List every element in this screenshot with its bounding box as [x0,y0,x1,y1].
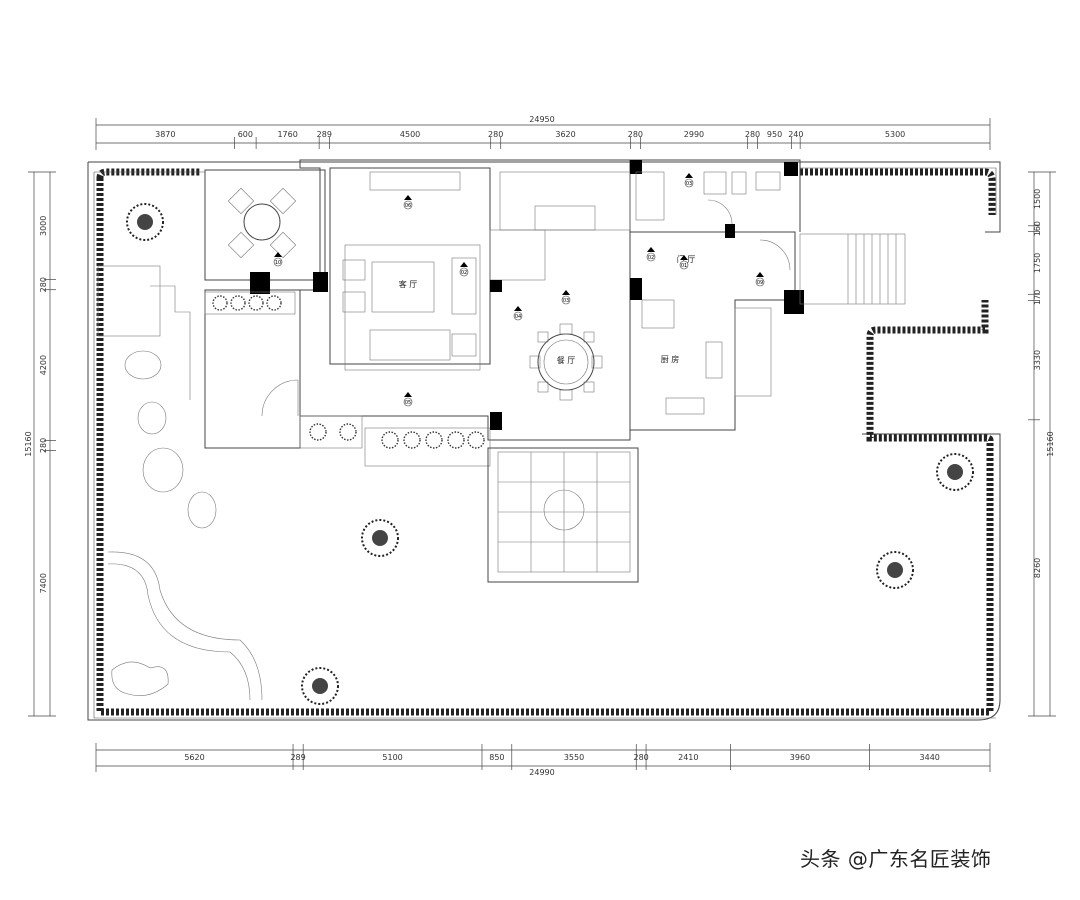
view-marker-label: 09 [757,280,763,286]
bottom-dimension-lines [95,743,991,772]
view-marker-6: 01 [679,255,689,270]
top-dimension-11: 240 [788,130,803,139]
tree-1 [126,203,164,241]
right-dimension-2: 1750 [1033,253,1042,273]
view-marker-9: 09 [755,272,765,287]
bottom-dimension-6: 2410 [678,753,698,762]
left-dimension-4: 7400 [39,573,48,593]
top-dimension-2: 1760 [277,130,297,139]
garden-hedge-outline [93,167,997,719]
terrace [487,447,639,583]
bottom-dimension-7: 3960 [790,753,810,762]
left-dimension-3: 280 [39,438,48,453]
view-marker-7: 02 [646,247,656,262]
top-dimension-3: 289 [317,130,332,139]
top-dimension-12: 5300 [885,130,905,139]
house-walls [204,159,801,467]
view-marker-label: 03 [563,298,569,304]
bottom-dimension-0: 5620 [184,753,204,762]
right-dimension-5: 8260 [1033,558,1042,578]
kitchen-fixtures [641,299,772,415]
stepping-stones [124,350,217,529]
room-label-dining: 餐 厅 [557,356,576,365]
right-dimension-0: 1500 [1033,189,1042,209]
top-total-dimension: 24950 [529,115,554,124]
dining-table [529,323,603,401]
top-dimension-6: 3620 [555,130,575,139]
left-dimension-0: 3000 [39,216,48,236]
bottom-dimension-8: 3440 [920,753,940,762]
tree-4 [936,453,974,491]
top-dimension-9: 280 [745,130,760,139]
left-dimension-1: 280 [39,277,48,292]
view-marker-4: 04 [513,306,523,321]
view-marker-1: 06 [403,195,413,210]
view-marker-label: 02 [648,255,654,261]
site-boundary [87,161,1001,721]
structural-columns [250,160,804,430]
garden-sculpture [111,661,169,696]
room-label-living: 客 厅 [399,279,418,289]
top-dimension-lines [95,118,991,150]
bottom-dimension-3: 850 [489,753,504,762]
room-label-kitchen: 厨 房 [661,354,680,364]
bottom-total-dimension: 24990 [529,768,554,777]
bottom-dimension-1: 289 [290,753,305,762]
view-marker-8: 03 [684,173,694,188]
top-dimension-0: 3870 [155,130,175,139]
top-dimension-10: 950 [767,130,782,139]
top-dimension-8: 2990 [684,130,704,139]
view-marker-5: 05 [403,392,413,407]
tree-5 [876,551,914,589]
view-marker-0: 10 [273,252,283,267]
entry-stairs [799,233,906,305]
view-marker-label: 03 [686,181,692,187]
left-total-dimension: 15160 [24,431,33,456]
bottom-dimension-2: 5100 [382,753,402,762]
garden-steps [97,265,191,400]
bottom-dimension-5: 280 [634,753,649,762]
view-marker-3: 03 [561,290,571,305]
top-dimension-5: 280 [488,130,503,139]
tree-3 [301,667,339,705]
tree-2 [361,519,399,557]
planter-upper [204,291,296,315]
left-dimension-lines [28,171,56,717]
view-marker-label: 02 [461,270,467,276]
right-dimension-1: 160 [1033,221,1042,236]
doors [261,199,791,417]
bathroom-fixtures [635,171,781,221]
right-total-dimension: 15160 [1046,431,1055,456]
view-marker-2: 02 [459,262,469,277]
right-dimension-4: 3330 [1033,350,1042,370]
bottom-dimension-4: 3550 [564,753,584,762]
top-dimension-4: 4500 [400,130,420,139]
patio-table [227,187,297,259]
garden-stream [107,551,263,701]
view-marker-label: 01 [681,263,687,269]
view-marker-label: 10 [275,260,281,266]
living-furniture [342,257,477,357]
view-marker-label: 04 [515,314,521,320]
watermark: 头条 @广东名匠装饰 [800,847,992,871]
top-dimension-7: 280 [628,130,643,139]
right-dimension-lines [1028,171,1056,717]
garden-hedge [96,168,996,716]
top-dimension-1: 600 [238,130,253,139]
left-dimension-2: 4200 [39,355,48,375]
planter-lower [309,423,485,449]
view-marker-label: 05 [405,400,411,406]
right-dimension-3: 170 [1033,290,1042,305]
view-marker-label: 06 [405,203,411,209]
